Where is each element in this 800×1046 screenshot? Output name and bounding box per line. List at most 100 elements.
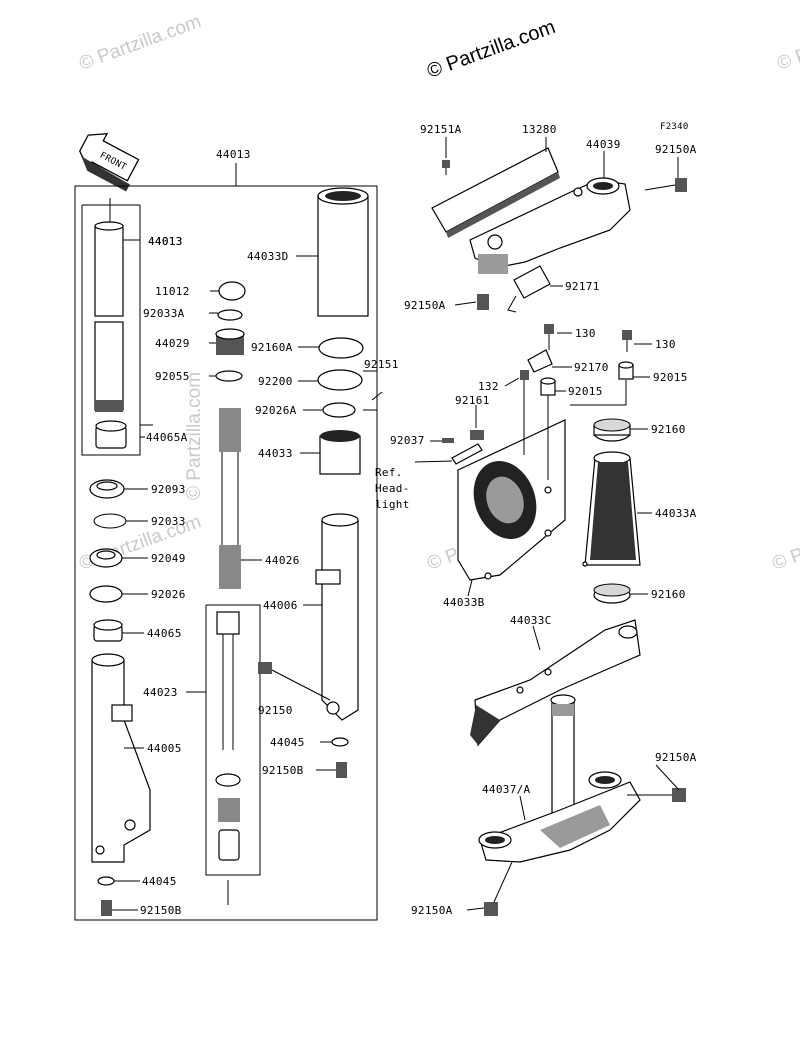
label-92150B-right: 92150B [262, 764, 304, 777]
front-arrow: FRONT [79, 133, 140, 192]
ref-note-line-1: Ref. [375, 466, 403, 479]
label-44023: 44023 [143, 686, 178, 699]
label-13280: 13280 [522, 123, 557, 136]
label-44006: 44006 [263, 599, 298, 612]
part-44033D-cover [317, 187, 369, 317]
left-fork-assembly: 44013 44013 [74, 148, 398, 921]
label-92049: 92049 [151, 552, 186, 565]
part-92049-seal [89, 548, 123, 568]
label-92150B: 92150B [140, 904, 182, 917]
part-92150A-bolt-top [644, 178, 687, 192]
label-44075: 44013 [216, 148, 251, 161]
label-44045-right: 44045 [270, 736, 305, 749]
part-92160-seat-lower [593, 583, 631, 604]
label-44026: 44026 [265, 554, 300, 567]
part-44029-plug [215, 328, 245, 355]
part-92026-washer [89, 585, 123, 603]
watermark-mid-right: © Partzilla.com [770, 511, 800, 575]
label-44033A: 44033A [655, 507, 697, 520]
part-44023-damper-rod [205, 604, 261, 905]
part-132-bolt [520, 370, 529, 380]
label-44013: 44013 [148, 235, 183, 248]
right-leaders [414, 137, 680, 911]
part-92150A-bolt-stem-right [627, 788, 686, 802]
label-44045: 44045 [142, 875, 177, 888]
part-44013-inner-tube [94, 198, 140, 412]
part-130-bolt-a [544, 324, 554, 334]
part-92150A-bolt-mid [477, 294, 489, 310]
label-92171: 92171 [565, 280, 600, 293]
label-44013: 44013 [148, 235, 183, 248]
part-44033-cover [319, 430, 361, 475]
label-44037A: 44037/A [482, 783, 531, 796]
part-92161 [470, 430, 484, 440]
label-92033A: 92033A [143, 307, 185, 320]
label-92150: 92150 [258, 704, 293, 717]
label-92015-b: 92015 [653, 371, 688, 384]
label-44065A: 44065A [146, 431, 188, 444]
label-44005: 44005 [147, 742, 182, 755]
label-92150A-top: 92150A [655, 143, 697, 156]
label-44033D: 44033D [247, 250, 289, 263]
label-44065: 44065 [147, 627, 182, 640]
part-92026A-clamp [322, 402, 356, 418]
part-92150B-bolt-right [336, 762, 347, 778]
part-92160A-seat [318, 337, 364, 359]
part-92150-bolt [258, 662, 331, 701]
right-steering-assembly: 92151A 13280 44039 92150A 92150A 92171 1… [375, 123, 697, 917]
label-92015-a: 92015 [568, 385, 603, 398]
part-92037 [442, 438, 483, 465]
ref-note-line-2: Head- [375, 482, 410, 495]
part-44006-outer-tube [315, 513, 359, 721]
part-92055-oring [215, 370, 243, 382]
label-92160-lower: 92160 [651, 588, 686, 601]
label-92170: 92170 [574, 361, 609, 374]
label-44029: 44029 [155, 337, 190, 350]
label-44033C: 44033C [510, 614, 552, 627]
label-92026A: 92026A [255, 404, 297, 417]
part-44033B-headlight-bracket [457, 419, 566, 581]
part-92160-seat-upper [593, 418, 631, 442]
label-44033B: 44033B [443, 596, 485, 609]
part-92171-bracket [507, 265, 551, 313]
label-92055: 92055 [155, 370, 190, 383]
part-44005-outer-tube [91, 653, 151, 863]
part-92170-clip [527, 349, 553, 373]
label-92150A-mid: 92150A [404, 299, 446, 312]
part-44045-washer-right [331, 737, 349, 747]
label-92151A: 92151A [420, 123, 462, 136]
label-130-a: 130 [575, 327, 596, 340]
part-13280-cover [431, 147, 560, 238]
part-92033-clip [93, 513, 127, 529]
ref-note-line-3: light [375, 498, 410, 511]
label-92160A: 92160A [251, 341, 293, 354]
part-92150B-bolt [101, 900, 112, 916]
label-44039: 44039 [586, 138, 621, 151]
part-130-bolt-b [622, 330, 632, 340]
watermark-main: © Partzilla.com [424, 16, 558, 83]
part-44037-steering-stem [478, 694, 641, 863]
label-92026: 92026 [151, 588, 186, 601]
label-92037: 92037 [390, 434, 425, 447]
label-44033: 44033 [258, 447, 293, 460]
left-leaders [112, 255, 383, 911]
watermark-vertical: © Partzilla.com [184, 372, 205, 500]
part-92150A-bolt-stem-low [484, 861, 513, 916]
watermark-top-right: © Partzilla.com [775, 11, 800, 75]
part-44033C-lower-cover [470, 619, 641, 747]
label-92033: 92033 [151, 515, 186, 528]
part-92200-washer [317, 369, 363, 391]
label-92160-upper: 92160 [651, 423, 686, 436]
label-92150A-stem-right: 92150A [655, 751, 697, 764]
part-92093-seal [89, 479, 125, 499]
label-92161: 92161 [455, 394, 490, 407]
part-92033A-ring [217, 309, 243, 321]
part-44065A-bushing [95, 420, 127, 449]
label-92200: 92200 [258, 375, 293, 388]
right-labels: 92151A 13280 44039 92150A 92150A 92171 1… [375, 123, 697, 917]
figure-code: F2340 [660, 122, 689, 132]
watermark-top-left: © Partzilla.com [77, 11, 204, 75]
part-44033A-cover [582, 451, 641, 567]
part-92015-bushing-a [540, 377, 556, 396]
